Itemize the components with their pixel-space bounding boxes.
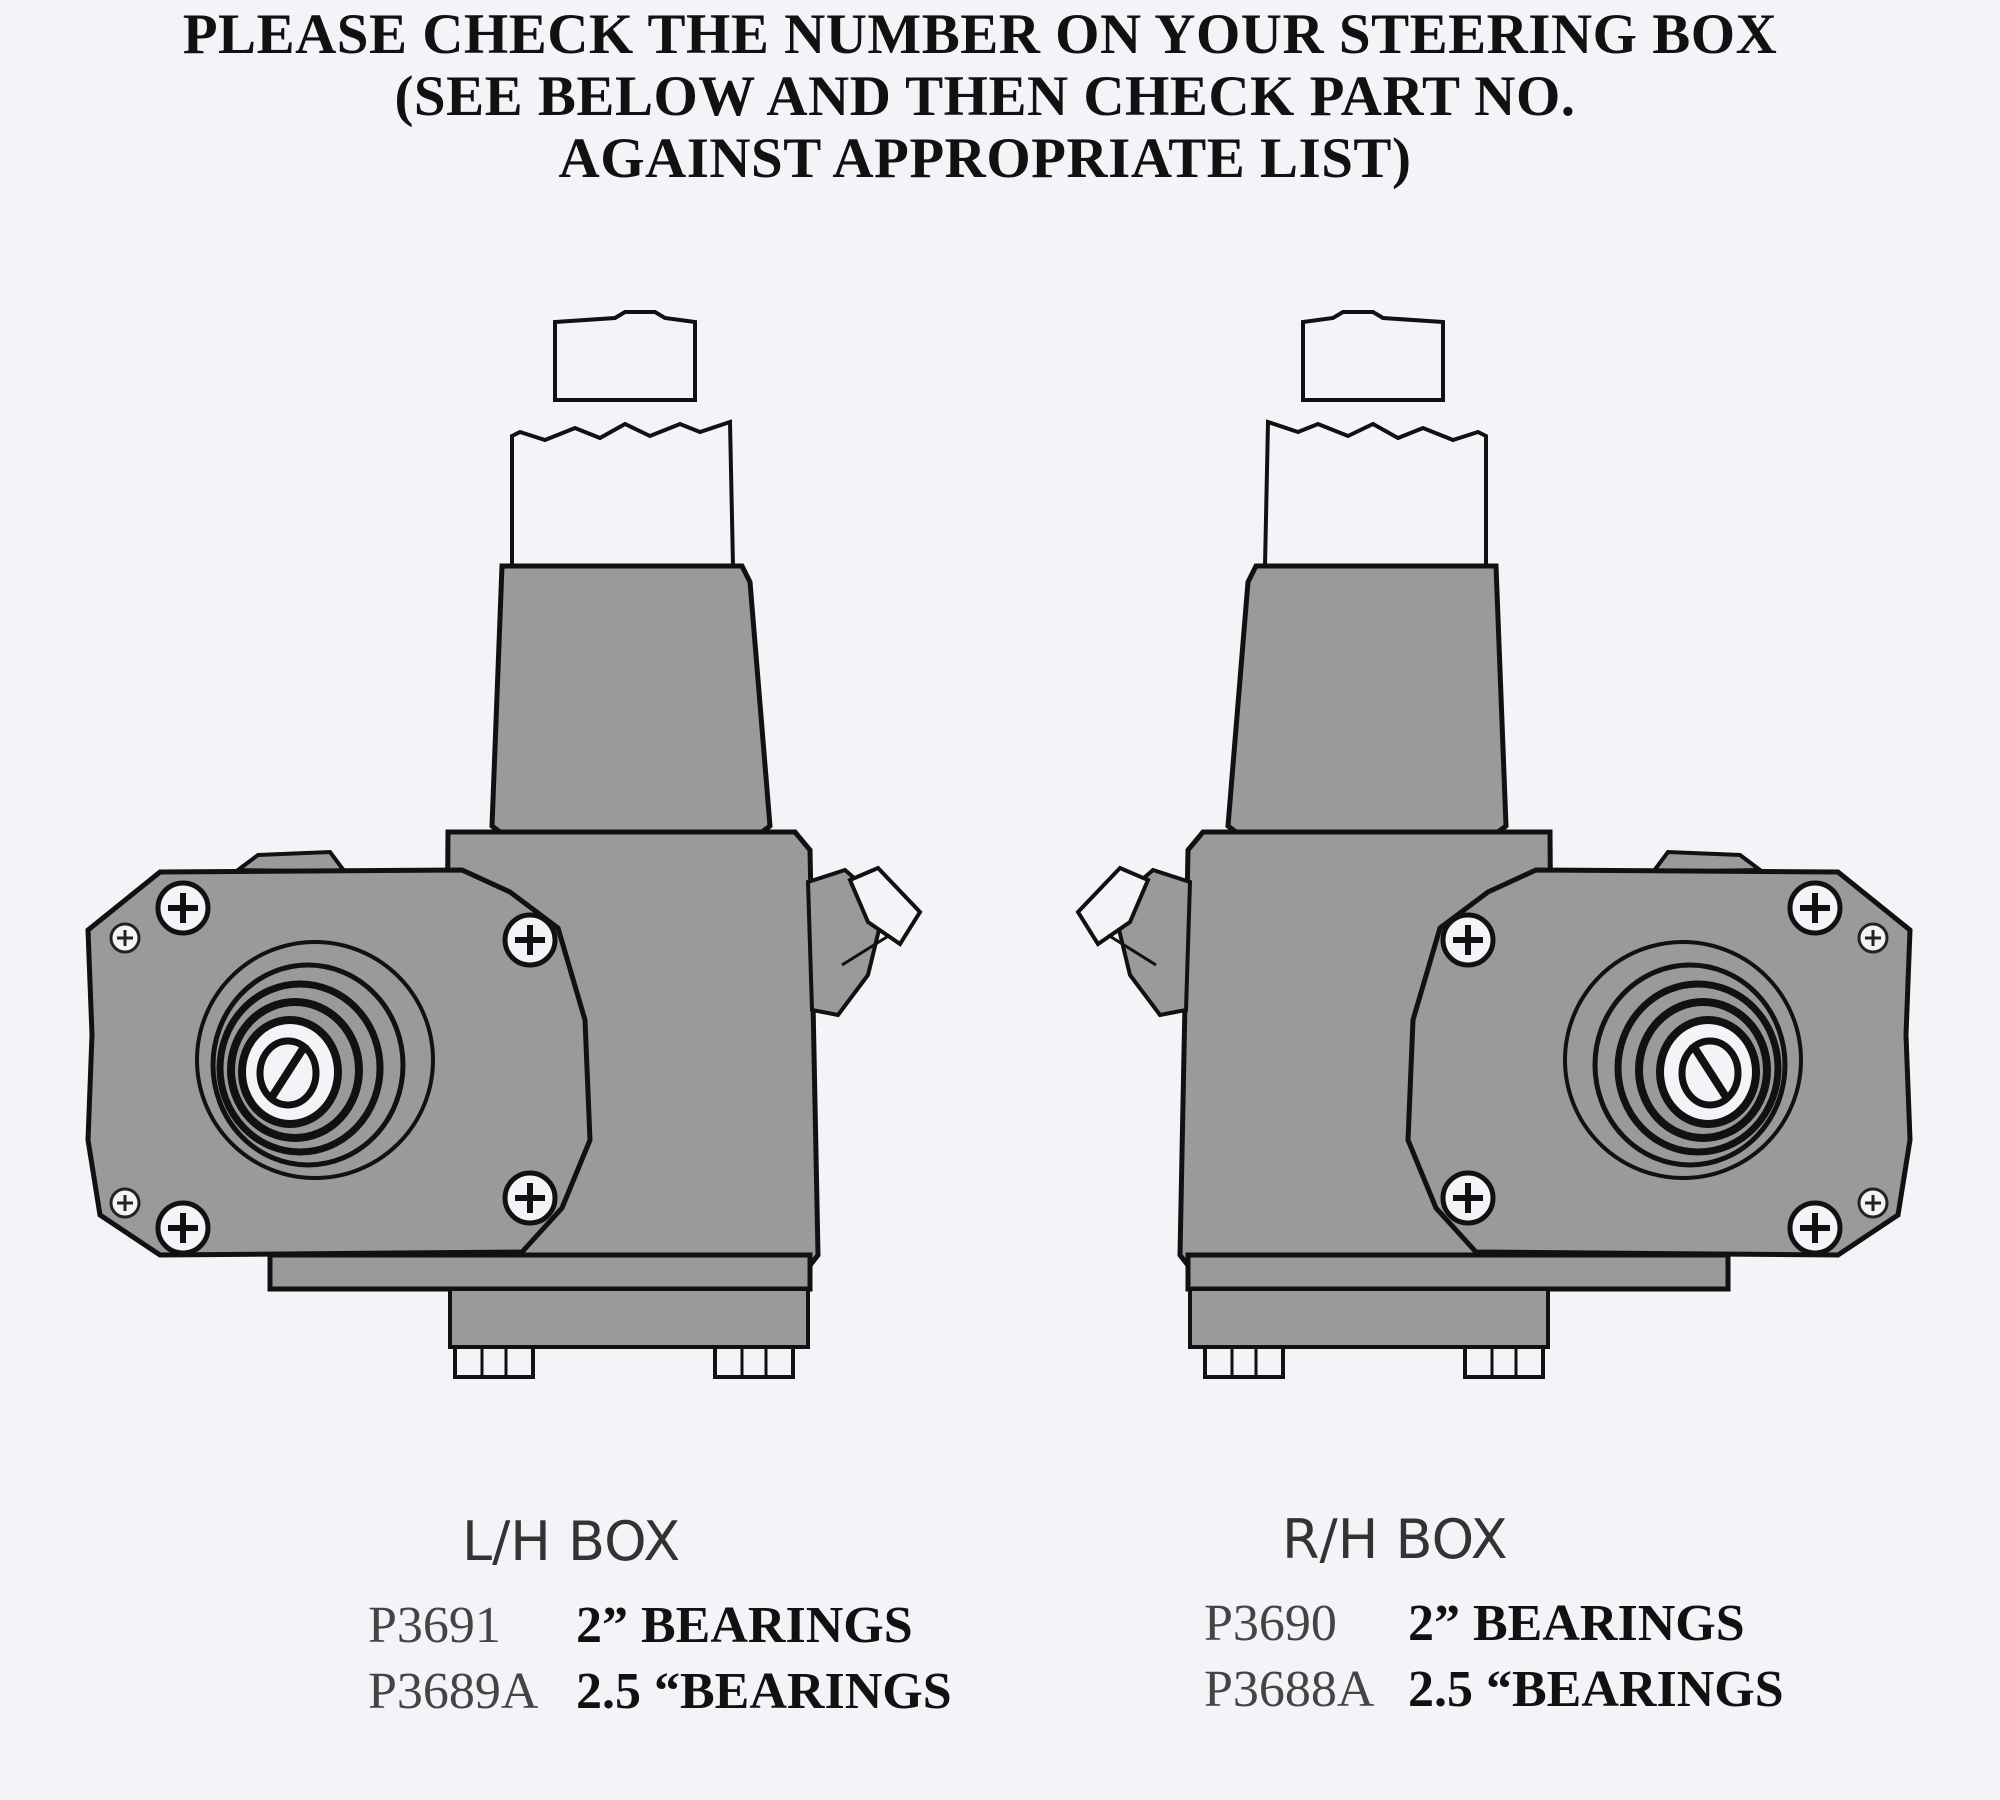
header-line-3: AGAINST APPROPRIATE LIST) [558, 127, 1412, 190]
right-part-description-1: 2” BEARINGS [1408, 1595, 1745, 1652]
right-part-row-2: P3688A 2.5 “BEARINGS [1204, 1660, 1844, 1720]
right-part-number-2: P3688A [1204, 1661, 1375, 1718]
left-part-row-1: P3691 2” BEARINGS [368, 1596, 1008, 1656]
left-hand-steering-box [88, 312, 920, 1377]
right-hand-steering-box [1078, 312, 1910, 1377]
left-part-description-2: 2.5 “BEARINGS [576, 1663, 952, 1720]
left-box-title: L/H BOX [462, 1510, 681, 1573]
left-part-number-1: P3691 [368, 1597, 501, 1654]
header-line-2: (SEE BELOW AND THEN CHECK PART NO. [394, 65, 1576, 128]
left-part-row-2: P3689A 2.5 “BEARINGS [368, 1662, 1008, 1722]
left-part-number-2: P3689A [368, 1663, 539, 1720]
right-box-title: R/H BOX [1282, 1508, 1508, 1571]
right-part-description-2: 2.5 “BEARINGS [1408, 1661, 1784, 1718]
right-part-number-1: P3690 [1204, 1595, 1337, 1652]
header-line-1: PLEASE CHECK THE NUMBER ON YOUR STEERING… [182, 3, 1778, 66]
left-part-description-1: 2” BEARINGS [576, 1597, 913, 1654]
instructions-header: PLEASE CHECK THE NUMBER ON YOUR STEERING… [0, 4, 1960, 190]
right-part-row-1: P3690 2” BEARINGS [1204, 1594, 1844, 1654]
